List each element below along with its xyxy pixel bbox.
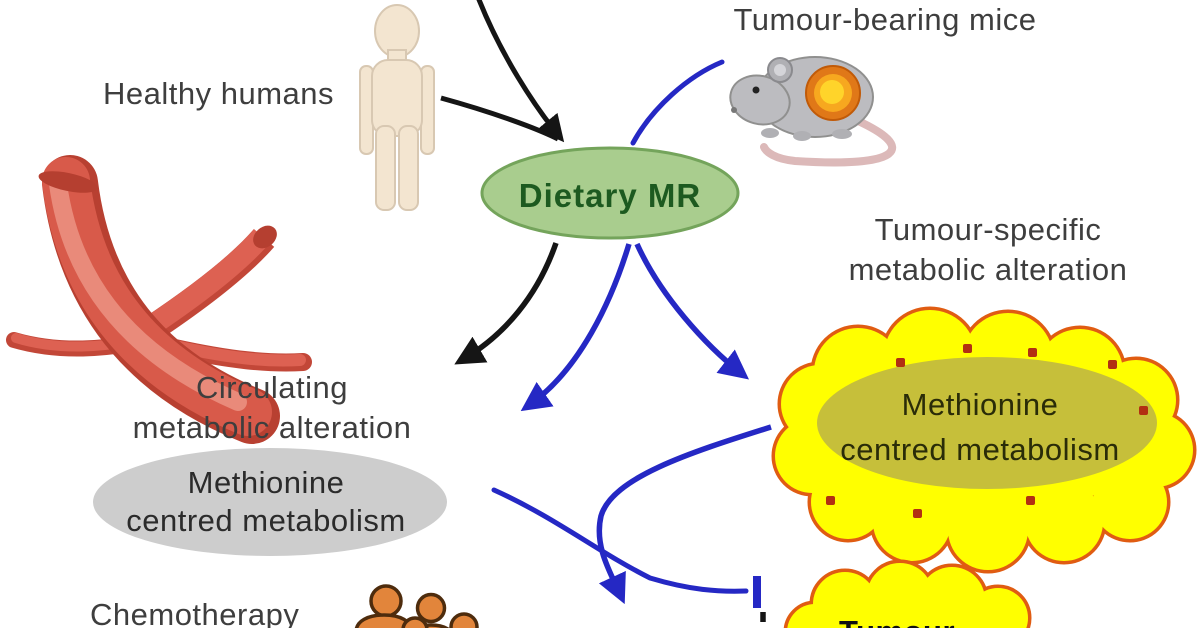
label-tumour-bearing-mice: Tumour-bearing mice — [733, 2, 1037, 37]
blue-arrows — [491, 59, 772, 608]
cloud-dots — [826, 344, 1148, 518]
inhibit-curve-to-tumour — [491, 487, 749, 594]
label-chemotherapy: Chemotherapy — [90, 597, 300, 628]
label-line: centred metabolism — [840, 432, 1120, 467]
black-arrows — [440, 0, 766, 628]
label-line: Circulating — [196, 370, 348, 405]
mouse-icon — [729, 56, 897, 167]
label-line: Methionine — [901, 387, 1059, 422]
tumour-metabolism-inner-ellipse — [817, 357, 1157, 489]
arrow-dietary-mr-to-circulating — [454, 242, 559, 365]
line-mice-to-dietary-mr — [630, 59, 725, 146]
arrow-tumour-metabolism-down — [596, 424, 772, 605]
label-tumour: Tumour — [839, 612, 955, 628]
label-circulating-metabolism: Methionine centred metabolism — [126, 464, 406, 540]
line-humans-to-dietary-mr — [440, 95, 560, 142]
label-healthy-humans: Healthy humans — [103, 76, 335, 111]
label-tumour-specific-alteration: Tumour-specific metabolic alteration — [849, 210, 1128, 290]
human-icon — [359, 4, 435, 211]
arrow-dietary-mr-to-tumour-metabolism — [634, 242, 750, 380]
label-circulating-alteration: Circulating metabolic alteration — [133, 368, 412, 448]
tumour-cloud — [783, 559, 1032, 628]
blood-vessel-icon — [6, 155, 312, 444]
arrow-top-to-dietary-mr — [476, 0, 565, 143]
label-tumour-metabolism: Methionine centred metabolism — [840, 382, 1120, 472]
label-line: metabolic alteration — [848, 252, 1128, 287]
label-line: Methionine — [187, 465, 345, 500]
label-line: centred metabolism — [126, 503, 406, 538]
label-dietary-mr: Dietary MR — [518, 177, 702, 214]
label-line: metabolic alteration — [132, 410, 412, 445]
people-icon — [354, 584, 479, 628]
circulating-metabolism-ellipse — [93, 448, 447, 556]
arrow-dietary-mr-to-circulating-metabolism — [520, 243, 632, 412]
label-line: Tumour-specific — [874, 212, 1102, 247]
tumour-metabolism-cloud — [771, 306, 1197, 574]
dietary-mr-ellipse — [480, 146, 740, 240]
